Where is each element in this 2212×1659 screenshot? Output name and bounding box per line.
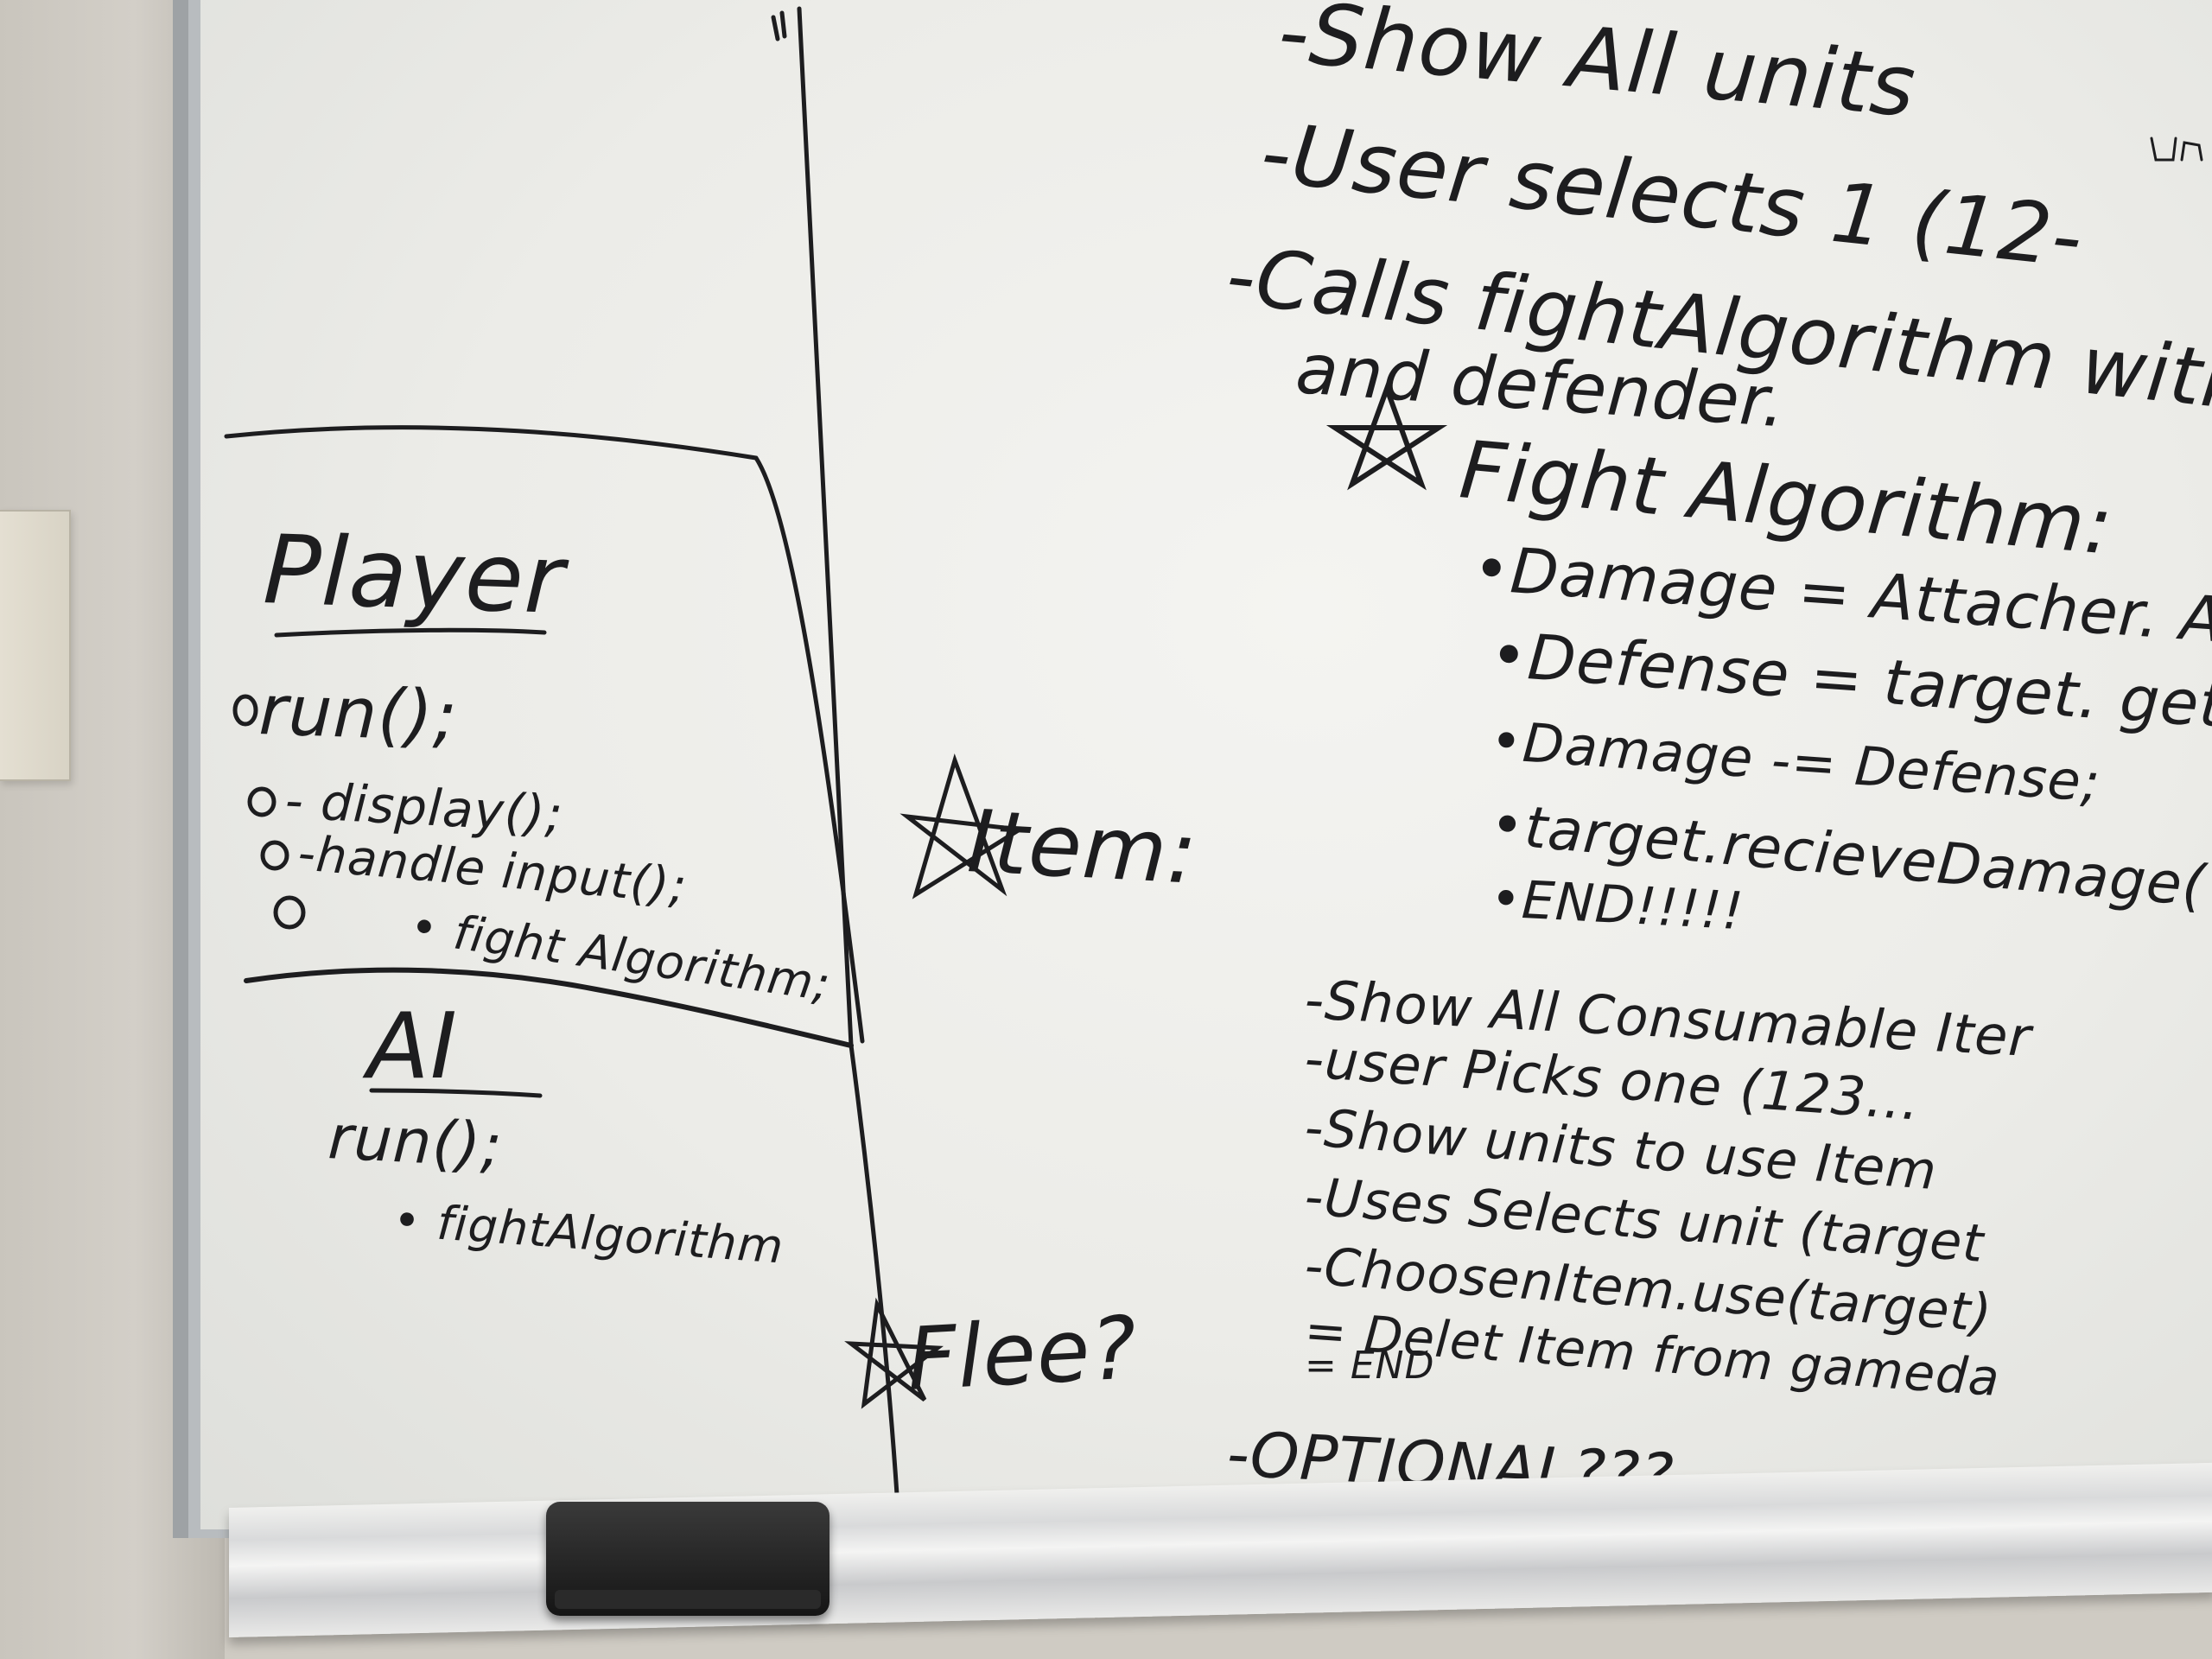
ai-underline — [369, 1088, 543, 1098]
player-box-outline — [224, 425, 865, 1044]
ai-box-outline — [849, 1043, 901, 1523]
step-4-circle — [273, 895, 306, 930]
item-step-end: = END — [1305, 1344, 1435, 1388]
player-heading: Player — [261, 514, 567, 636]
player-ai-divider — [244, 967, 854, 1048]
box-top-marks — [771, 10, 787, 41]
eraser-felt — [555, 1590, 821, 1609]
ai-line-run: run(); — [326, 1102, 505, 1182]
light-switch-plate — [0, 510, 71, 781]
star-item-icon — [899, 753, 1027, 899]
superscript-mark — [2150, 137, 2203, 162]
column-divider-line — [797, 6, 854, 1048]
flee-heading: Flee? — [904, 1297, 1141, 1410]
star-flee-icon — [844, 1297, 944, 1409]
star-fight-algorithm-icon — [1325, 381, 1448, 491]
step-3-circle — [260, 840, 289, 871]
whiteboard — [200, 0, 2212, 1529]
step-1-circle — [232, 694, 258, 727]
player-line-run: run(); — [257, 670, 460, 757]
item-heading: Item: — [964, 791, 1201, 904]
whiteboard-eraser[interactable] — [546, 1502, 830, 1616]
ai-heading: AI — [367, 994, 458, 1099]
player-underline — [274, 627, 547, 638]
step-2-circle — [247, 786, 276, 817]
